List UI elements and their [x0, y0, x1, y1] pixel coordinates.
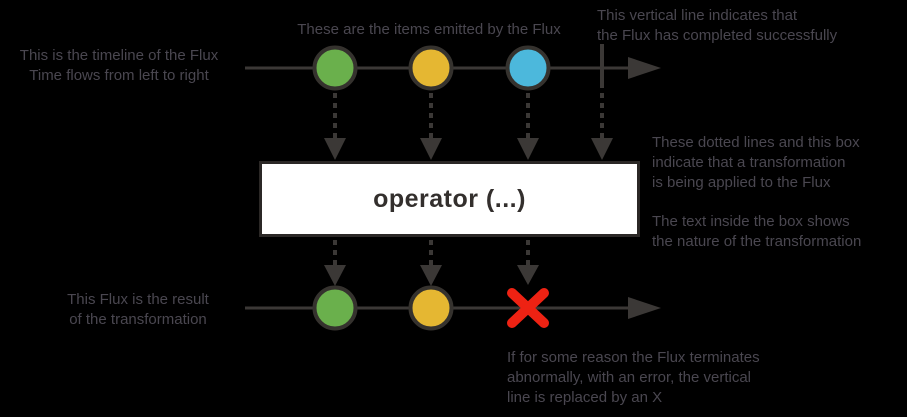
source-marble-green	[312, 45, 358, 91]
note-timeline: This is the timeline of the Flux Time fl…	[19, 47, 219, 84]
source-dashed-arrowheads	[324, 138, 613, 160]
error-x-stroke	[507, 288, 549, 328]
result-timeline-arrowhead-icon	[628, 297, 661, 319]
note-box-text: The text inside the box shows the nature…	[652, 213, 862, 250]
result-dashed-arrowheads	[324, 265, 539, 286]
down-arrowhead-icon	[324, 138, 346, 160]
note-error: If for some reason the Flux terminates a…	[507, 349, 760, 406]
note-transformation: These dotted lines and this box indicate…	[652, 134, 860, 191]
source-marble-yellow	[408, 45, 454, 91]
operator-box-label: operator (...)	[373, 184, 526, 213]
result-marble-green	[312, 285, 358, 331]
down-arrowhead-icon	[420, 138, 442, 160]
note-result: This Flux is the result of the transform…	[67, 291, 209, 328]
down-arrowhead-icon	[517, 265, 539, 285]
error-x-icon	[507, 288, 549, 328]
down-arrowhead-icon	[517, 138, 539, 160]
operator-box: operator (...)	[259, 161, 640, 237]
down-arrowhead-icon	[420, 265, 442, 286]
result-dashed-lines	[333, 240, 530, 266]
note-items-emitted: These are the items emitted by the Flux	[297, 21, 561, 38]
source-timeline-arrowhead-icon	[628, 57, 661, 79]
note-completion: This vertical line indicates that the Fl…	[597, 7, 838, 44]
down-arrowhead-icon	[324, 265, 346, 286]
down-arrowhead-icon	[591, 138, 613, 160]
source-marble-blue	[505, 45, 551, 91]
result-marble-yellow	[408, 285, 454, 331]
source-dashed-lines	[333, 93, 604, 139]
